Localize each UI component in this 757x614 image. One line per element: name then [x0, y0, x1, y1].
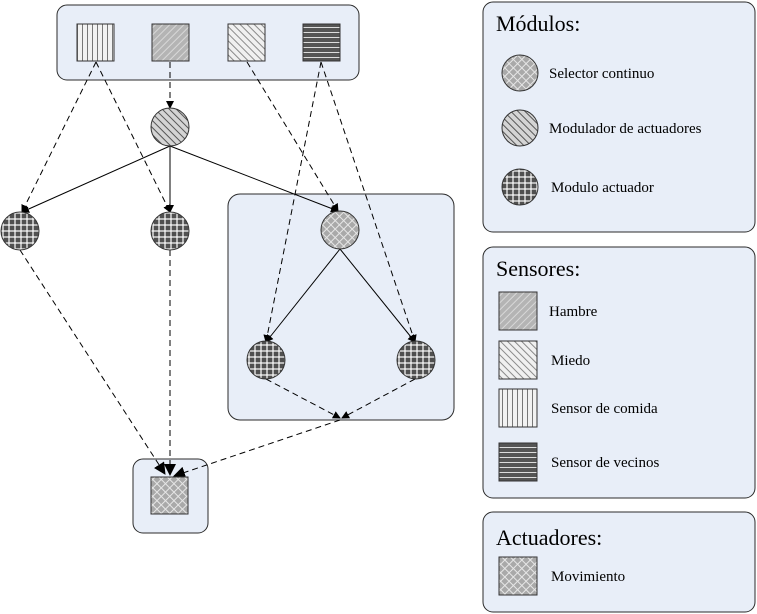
- modulator-node: [150, 107, 190, 147]
- selector-node: [320, 210, 360, 250]
- legend-item-miedo: Miedo: [551, 353, 590, 369]
- legend-actuators-title: Actuadores:: [496, 525, 602, 550]
- legend-modules-panel: [482, 1, 756, 233]
- selector-continuo-icon: [501, 54, 539, 92]
- sensor-comida-icon: [498, 388, 538, 428]
- legend-item-sensor-vecinos: Sensor de vecinos: [551, 455, 659, 471]
- edge-vecinos-to-actuator-3: [263, 61, 322, 343]
- modulador-icon: [501, 109, 539, 147]
- edge-actuator-4-to-merge: [341, 378, 416, 419]
- hambre-icon: [498, 291, 538, 331]
- legend-item-hambre: Hambre: [549, 304, 598, 320]
- legend-item-selector-continuo: Selector continuo: [549, 66, 654, 82]
- actuator-module-3: [246, 340, 286, 380]
- legend-actuators-panel: [482, 511, 756, 613]
- edge-selector-to-actuator-3: [265, 248, 341, 343]
- actuator-module-1: [0, 211, 40, 251]
- movimiento-node: [150, 476, 189, 515]
- edges: [19, 61, 417, 479]
- legend-item-modulador: Modulador de actuadores: [549, 121, 702, 137]
- edge-actuator-3-to-merge: [265, 378, 341, 419]
- sensor-miedo-node: [227, 23, 266, 62]
- edge-actuator-1-to-movimiento: [19, 249, 166, 475]
- miedo-icon: [498, 340, 538, 380]
- edge-merge-to-movimiento: [173, 419, 341, 479]
- sensor-hambre-node: [151, 23, 190, 62]
- actuator-module-2: [150, 211, 190, 251]
- edge-modulator-to-selector: [169, 145, 339, 213]
- edge-modulator-to-actuator-1: [21, 145, 171, 213]
- edge-comida-to-actuator-2: [95, 61, 171, 213]
- sensor-comida-node: [76, 23, 115, 62]
- edge-comida-to-actuator-1: [21, 61, 97, 213]
- sensor-vecinos-node: [302, 23, 341, 62]
- sensor-panel: [56, 4, 360, 81]
- legend-sensors-panel: [482, 246, 756, 499]
- sensor-vecinos-icon: [498, 442, 538, 482]
- legend-modules-title: Módulos:: [496, 11, 580, 36]
- edge-miedo-to-selector: [246, 61, 339, 212]
- legend-item-movimiento: Movimiento: [551, 569, 625, 585]
- legend-item-sensor-comida: Sensor de comida: [551, 401, 658, 417]
- edge-selector-to-actuator-4: [339, 248, 416, 343]
- legend-sensors-title: Sensores:: [496, 256, 580, 281]
- actuator-module-4: [396, 340, 436, 380]
- legend-item-modulo-actuador: Modulo actuador: [551, 180, 654, 196]
- modulo-actuador-icon: [501, 168, 539, 206]
- movimiento-icon: [498, 556, 538, 596]
